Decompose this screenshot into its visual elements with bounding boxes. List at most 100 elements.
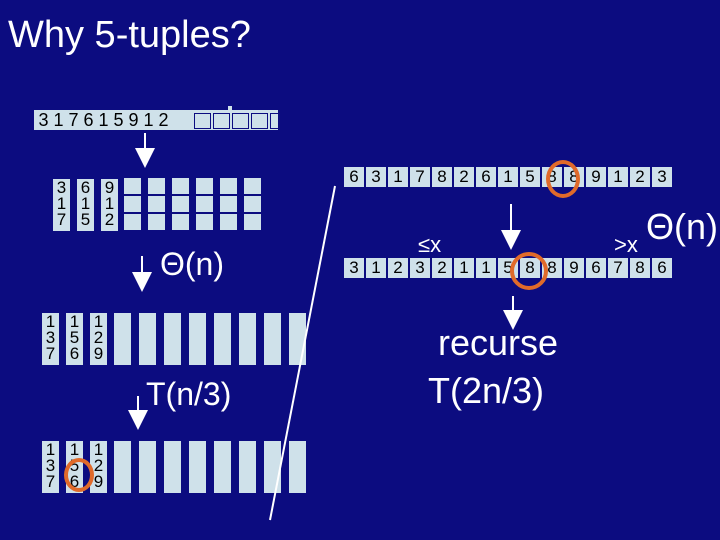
group-digit: 1 <box>80 194 91 213</box>
theta-label: Θ(n) <box>160 246 224 282</box>
group-digit: 3 <box>45 456 56 475</box>
top-array-digit: 5 <box>113 110 124 130</box>
group-digit: 1 <box>56 194 67 213</box>
empty-column <box>124 178 141 232</box>
group-digit: 2 <box>104 210 115 229</box>
group-digit: 5 <box>80 210 91 229</box>
partition-cell: 3 <box>344 258 364 278</box>
group-digit: 1 <box>45 440 56 459</box>
empty-column <box>113 440 132 494</box>
group-digit: 2 <box>93 328 104 347</box>
group-digit: 6 <box>69 344 80 363</box>
pivot-ring-output <box>510 252 548 290</box>
partition-cell: 6 <box>476 167 496 187</box>
partition-cell: 1 <box>608 167 628 187</box>
partition-cell: 8 <box>432 167 452 187</box>
theta-right-label: Θ(n) <box>646 206 718 247</box>
empty-column <box>238 440 257 494</box>
gt-label: >x <box>614 232 638 257</box>
group-digit: 9 <box>93 344 104 363</box>
empty-column <box>196 178 213 232</box>
empty-column <box>163 440 182 494</box>
empty-column <box>263 312 282 366</box>
top-array-digit: 1 <box>98 110 109 130</box>
partition-cell: 1 <box>366 258 386 278</box>
partition-cell: 5 <box>520 167 540 187</box>
t-label: T(n/3) <box>146 376 232 412</box>
group-digit: 6 <box>80 178 91 197</box>
top-array-digit: 1 <box>53 110 64 130</box>
partition-cell: 9 <box>564 258 584 278</box>
partition-cell: 1 <box>388 167 408 187</box>
top-array-digit: 2 <box>158 110 169 130</box>
partition-cell: 7 <box>608 258 628 278</box>
partition-cell: 2 <box>432 258 452 278</box>
empty-column <box>288 440 307 494</box>
group-digit: 9 <box>93 472 104 491</box>
partition-cell: 2 <box>630 167 650 187</box>
top-array-digit: 7 <box>68 110 79 130</box>
group-digit: 1 <box>104 194 115 213</box>
partition-cell: 7 <box>410 167 430 187</box>
empty-column <box>213 312 232 366</box>
group-digit: 7 <box>45 344 56 363</box>
le-label: ≤x <box>418 232 442 257</box>
empty-column <box>113 312 132 366</box>
empty-column <box>172 178 189 232</box>
pivot-ring-input <box>546 160 580 198</box>
empty-column <box>213 440 232 494</box>
top-array-notch <box>228 106 232 112</box>
group-digit: 1 <box>69 440 80 459</box>
page-title: Why 5-tuples? <box>8 14 251 56</box>
empty-column <box>238 312 257 366</box>
partition-cell: 2 <box>388 258 408 278</box>
group-digit: 1 <box>45 312 56 331</box>
partition-cell: 1 <box>454 258 474 278</box>
top-array-digit: 3 <box>38 110 49 130</box>
group-digit: 5 <box>69 328 80 347</box>
empty-column <box>188 440 207 494</box>
group-digit: 1 <box>93 312 104 331</box>
median-ring-left <box>64 458 94 492</box>
empty-column <box>220 178 237 232</box>
divider-line <box>269 185 336 521</box>
partition-cell: 3 <box>652 167 672 187</box>
top-array-digit: 1 <box>143 110 154 130</box>
group-digit: 1 <box>69 312 80 331</box>
partition-cell: 1 <box>476 258 496 278</box>
partition-cell: 6 <box>586 258 606 278</box>
group-digit: 1 <box>93 440 104 459</box>
empty-column <box>188 312 207 366</box>
recurse-cost: T(2n/3) <box>428 370 545 411</box>
partition-cell: 3 <box>410 258 430 278</box>
recurse-label: recurse <box>438 322 559 363</box>
group-digit: 3 <box>56 178 67 197</box>
partition-cell: 1 <box>498 167 518 187</box>
partition-cell: 6 <box>652 258 672 278</box>
partition-cell: 8 <box>630 258 650 278</box>
partition-cell: 2 <box>454 167 474 187</box>
group-digit: 2 <box>93 456 104 475</box>
empty-column <box>138 312 157 366</box>
top-array-digit: 6 <box>83 110 94 130</box>
empty-column <box>148 178 165 232</box>
empty-column <box>244 178 261 232</box>
partition-cell: 6 <box>344 167 364 187</box>
group-digit: 7 <box>45 472 56 491</box>
partition-cell: 3 <box>366 167 386 187</box>
top-array-digit: 9 <box>128 110 139 130</box>
group-digit: 3 <box>45 328 56 347</box>
empty-column <box>163 312 182 366</box>
partition-cell: 9 <box>586 167 606 187</box>
empty-column <box>138 440 157 494</box>
